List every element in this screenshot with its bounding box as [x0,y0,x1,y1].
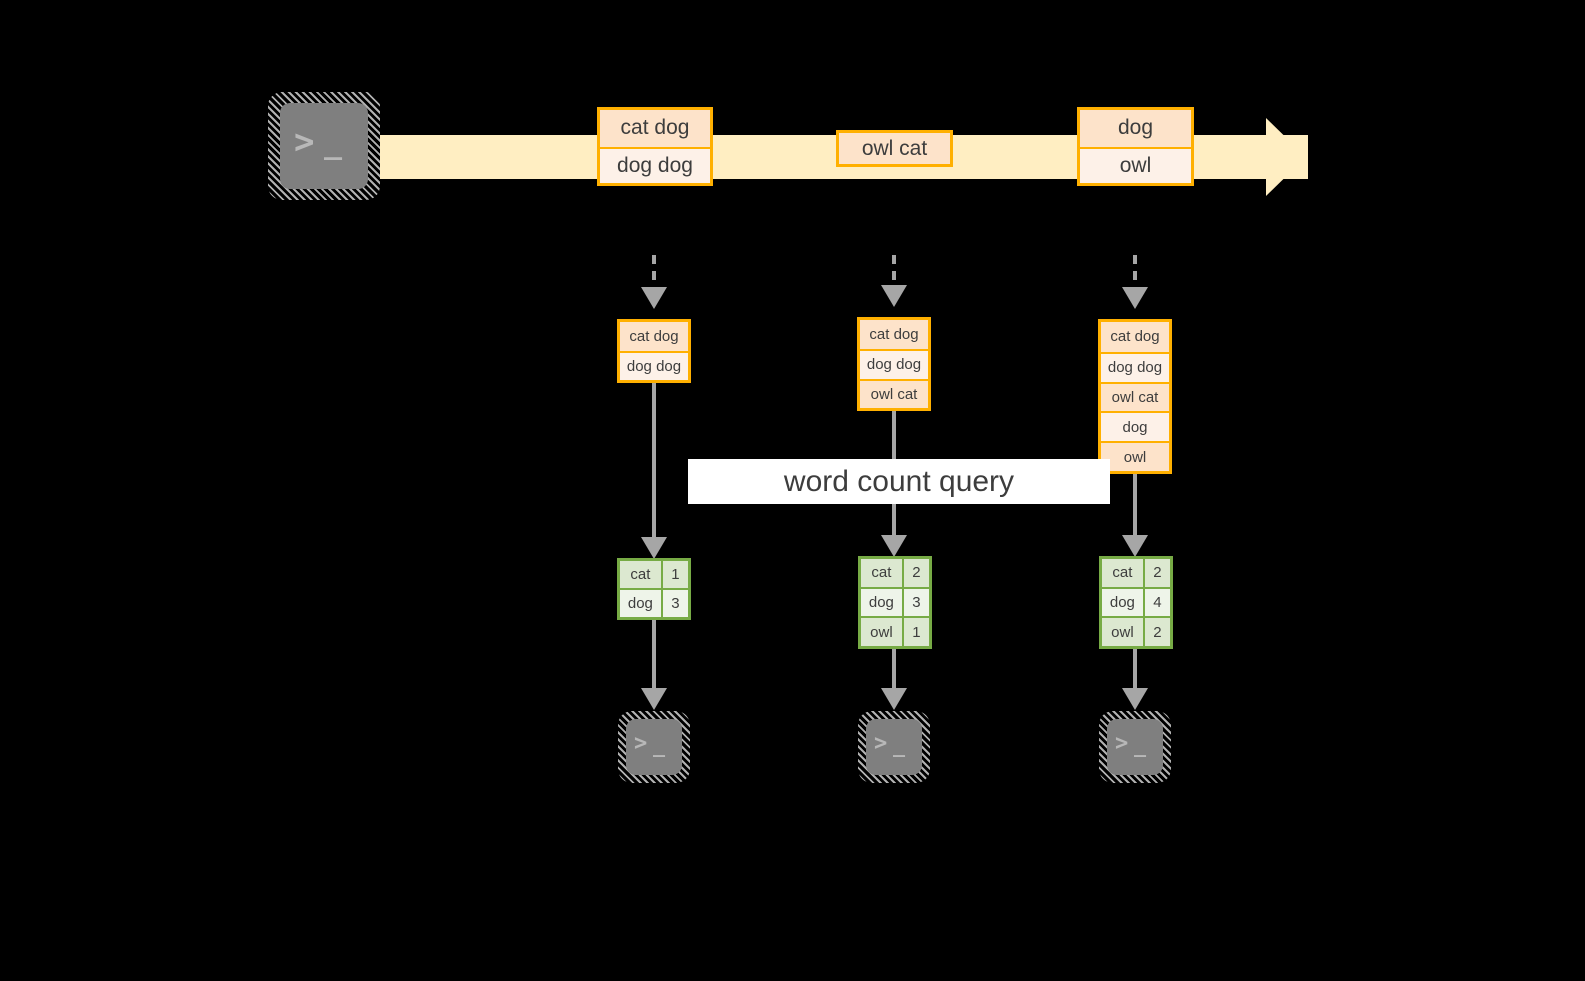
terminal-prompt-icon: > [1115,731,1129,756]
result-count: 3 [660,590,688,617]
source-terminal-icon[interactable]: > _ [280,103,368,189]
record-row: cat dog [1101,322,1169,352]
snapshot-3-query-arrow-shaft [1133,474,1137,542]
table-row: cat 1 [620,561,688,588]
snapshot-1-sink-terminal-icon[interactable]: > _ [626,719,682,775]
terminal-prompt-icon: > [634,731,648,756]
terminal-prompt-icon: > [874,731,888,756]
snapshot-2-sink-arrow-shaft [892,649,896,692]
result-word: dog [620,590,661,617]
snapshot-1-query-arrow-head [641,537,667,559]
result-count: 1 [660,561,688,588]
result-count: 1 [901,618,929,647]
stream-event-3-line-1: dog [1080,110,1191,147]
record-row: dog dog [860,349,928,379]
record-row: dog dog [1101,351,1169,382]
snapshot-1-query-arrow-shaft [652,383,656,544]
record-row: dog dog [620,351,688,380]
result-count: 4 [1142,588,1170,617]
result-word: cat [620,561,661,588]
snapshot-2-input-arrow-head [881,285,907,307]
table-row: dog 3 [620,588,688,617]
terminal-cursor-icon: _ [893,733,906,757]
snapshot-2-sink-arrow-head [881,688,907,710]
table-row: owl 1 [861,616,929,647]
result-count: 3 [901,588,929,617]
stream-event-1-line-1: cat dog [600,110,710,147]
result-word: dog [861,588,902,617]
snapshot-3-records[interactable]: cat dog dog dog owl cat dog owl [1098,319,1172,474]
snapshot-2-result-table[interactable]: cat 2 dog 3 owl 1 [858,556,932,649]
stream-arrow-head [1266,118,1306,196]
snapshot-1-result-table[interactable]: cat 1 dog 3 [617,558,691,620]
record-row: owl cat [1101,381,1169,412]
snapshot-3-sink-arrow-shaft [1133,649,1137,692]
result-word: cat [861,559,902,587]
record-row: owl [1101,441,1169,471]
record-row: cat dog [860,320,928,350]
table-row: cat 2 [1102,559,1170,587]
table-row: owl 2 [1102,616,1170,647]
record-row: dog [1101,411,1169,442]
table-row: dog 3 [861,586,929,617]
snapshot-3-sink-terminal-icon[interactable]: > _ [1107,719,1163,775]
table-row: cat 2 [861,559,929,587]
terminal-cursor-icon: _ [653,733,666,757]
result-count: 2 [1142,618,1170,647]
stream-event-3[interactable]: dog owl [1077,107,1194,186]
snapshot-3-input-arrow-head [1122,287,1148,309]
record-row: cat dog [620,322,688,351]
record-row: owl cat [860,378,928,408]
terminal-cursor-icon: _ [324,126,343,161]
snapshot-3-input-arrow-shaft [1133,255,1137,287]
stream-event-3-line-2: owl [1080,146,1191,183]
stream-event-2[interactable]: owl cat [836,130,953,167]
query-label-text: word count query [783,464,1015,498]
snapshot-2-sink-terminal-icon[interactable]: > _ [866,719,922,775]
snapshot-1-records[interactable]: cat dog dog dog [617,319,691,383]
stream-event-1[interactable]: cat dog dog dog [597,107,713,186]
snapshot-3-query-arrow-head [1122,535,1148,557]
snapshot-3-sink-arrow-head [1122,688,1148,710]
snapshot-2-input-arrow-shaft [892,255,896,285]
result-word: owl [861,618,902,647]
terminal-prompt-icon: > [294,122,315,162]
snapshot-3-result-table[interactable]: cat 2 dog 4 owl 2 [1099,556,1173,649]
result-count: 2 [1142,559,1170,587]
stream-event-2-line-1: owl cat [839,133,950,164]
snapshot-1-sink-arrow-shaft [652,620,656,692]
result-word: cat [1102,559,1143,587]
terminal-cursor-icon: _ [1134,733,1147,757]
snapshot-1-input-arrow-shaft [652,255,656,287]
snapshot-1-input-arrow-head [641,287,667,309]
table-row: dog 4 [1102,586,1170,617]
stream-event-1-line-2: dog dog [600,146,710,183]
result-count: 2 [901,559,929,587]
snapshot-2-records[interactable]: cat dog dog dog owl cat [857,317,931,411]
snapshot-1-sink-arrow-head [641,688,667,710]
snapshot-2-query-arrow-head [881,535,907,557]
result-word: dog [1102,588,1143,617]
query-label: word count query [688,459,1110,504]
result-word: owl [1102,618,1143,647]
